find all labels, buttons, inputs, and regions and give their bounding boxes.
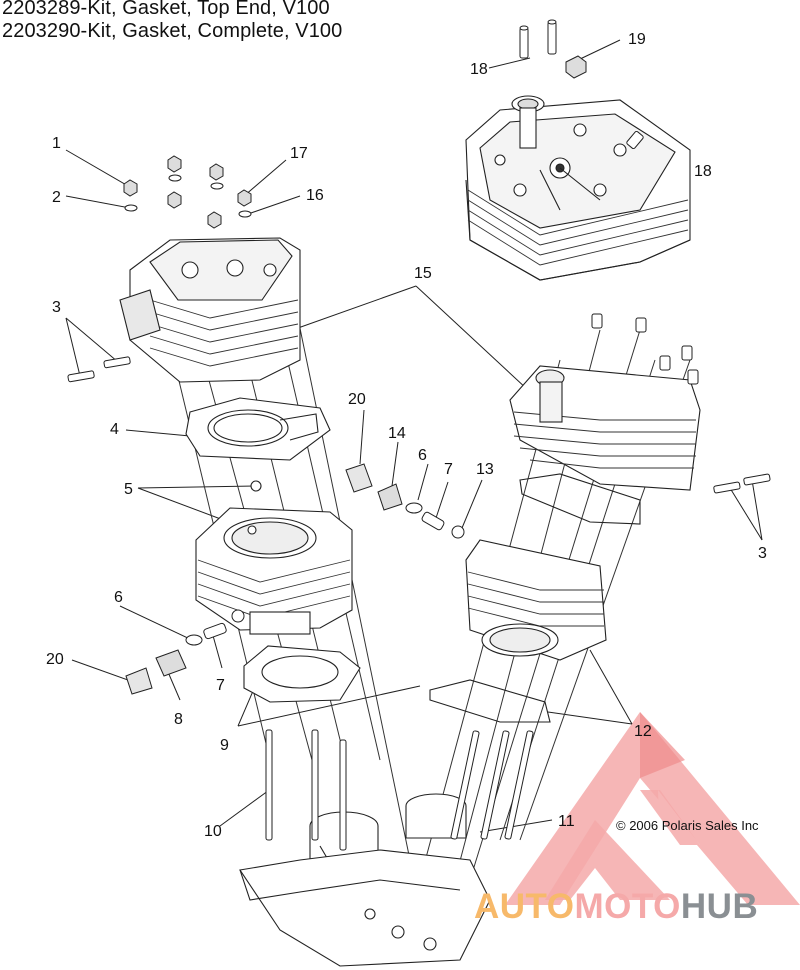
- callout-7-right: 7: [444, 461, 453, 478]
- watermark-logo-icon: [505, 712, 800, 905]
- callout-13: 13: [476, 461, 494, 478]
- callout-6-right: 6: [418, 447, 427, 464]
- dowel-pins-18-top: [519, 19, 644, 150]
- callout-11: 11: [558, 813, 575, 830]
- fittings-left: [125, 609, 245, 695]
- fittings-rear: [345, 463, 465, 539]
- callout-numbers: 1 2 3 4 5 6 7 8 9 10 11 12 13 14 15 16 1…: [46, 31, 767, 840]
- copyright-text: © 2006 Polaris Sales Inc: [616, 818, 759, 833]
- piston-rear: [405, 793, 467, 839]
- kit-line-complete: 2203290-Kit, Gasket, Complete, V100: [2, 20, 343, 42]
- callout-18-right: 18: [694, 163, 712, 180]
- watermark-part-moto: MOTO: [574, 887, 681, 926]
- head-bolts-rear: [591, 313, 771, 494]
- cylinder-head-front: [119, 237, 301, 383]
- callout-1: 1: [52, 135, 61, 152]
- callout-20-left: 20: [46, 651, 64, 668]
- callout-7-left: 7: [216, 677, 225, 694]
- callout-3-left: 3: [52, 299, 61, 316]
- cylinder-front: [195, 480, 353, 635]
- watermark-text: AUTOMOTOHUB: [474, 887, 758, 927]
- kit-line-top-end: 2203289-Kit, Gasket, Top End, V100: [2, 0, 330, 19]
- callout-12: 12: [634, 723, 652, 740]
- callout-5: 5: [124, 481, 133, 498]
- head-gasket-rear: [519, 473, 641, 525]
- cylinder-rear: [465, 539, 607, 661]
- callout-6-left: 6: [114, 589, 123, 606]
- watermark-part-auto: AUTO: [474, 887, 575, 926]
- callout-20-right: 20: [348, 391, 366, 408]
- callout-18-top: 18: [470, 61, 488, 78]
- callout-8: 8: [174, 711, 183, 728]
- callout-15: 15: [414, 265, 432, 282]
- callout-19: 19: [628, 31, 646, 48]
- callout-4: 4: [110, 421, 119, 438]
- callout-17: 17: [290, 145, 308, 162]
- callout-16: 16: [306, 187, 324, 204]
- callout-10: 10: [204, 823, 222, 840]
- callout-2: 2: [52, 189, 61, 206]
- callout-3-right: 3: [758, 545, 767, 562]
- cylinder-head-rear: [509, 365, 701, 491]
- callout-14: 14: [388, 425, 406, 442]
- leader-lines: [65, 39, 763, 833]
- dowel-pins-3-left: [67, 356, 131, 383]
- watermark-part-hub: HUB: [680, 887, 759, 926]
- cylinder-head-rear-top-view: [465, 95, 691, 281]
- base-gasket-front: [243, 645, 361, 703]
- callout-9: 9: [220, 737, 229, 754]
- head-gasket-front: [185, 397, 331, 461]
- pushrods: [265, 729, 534, 851]
- crankcase: [239, 849, 491, 967]
- base-gasket-rear: [429, 679, 551, 723]
- head-nuts-washers: [123, 155, 252, 229]
